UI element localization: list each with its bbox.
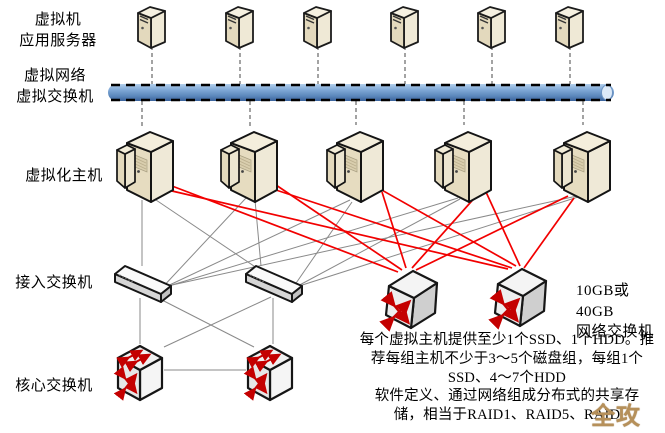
network-switch-icon: [495, 269, 546, 326]
app-server-icon: [555, 6, 584, 49]
label-virtualization-host: 虚拟化主机: [25, 168, 103, 184]
red-links: [171, 184, 575, 273]
label-network-switch: 10GB或40GB 网络交换机: [576, 283, 654, 341]
storage-note-line: 荐每组主机不少于3～5个磁盘组，每组1个: [370, 350, 644, 367]
app-server-row: [137, 6, 584, 49]
virtualization-host-icon: [220, 131, 278, 203]
label-vm-app-server: 虚拟机 应用服务器: [19, 12, 97, 49]
storage-note-line: SSD、4～7个HDD: [447, 369, 567, 386]
virtualization-host-icon: [553, 131, 611, 203]
core-switch-icon: [118, 346, 162, 400]
gray-links: [139, 195, 579, 371]
dashed-links-bus-to-hosts: [141, 101, 584, 127]
network-switch-icon: [386, 271, 437, 328]
virtualization-host-icon: [326, 131, 384, 203]
dashed-links-servers-to-bus: [151, 46, 571, 84]
app-server-icon: [390, 6, 419, 49]
label-access-switch: 接入交换机: [15, 275, 93, 291]
virtual-switch-pipe: [108, 83, 614, 102]
app-server-icon: [477, 6, 506, 49]
virtualization-host-row: [116, 131, 611, 203]
app-server-icon: [225, 6, 254, 49]
app-server-icon: [303, 6, 332, 49]
storage-note-line: 每个虚拟主机提供至少1个SSD、1个HDD。推: [359, 332, 655, 348]
label-virtual-network: 虚拟网络 虚拟交换机: [16, 68, 94, 105]
app-server-icon: [137, 6, 166, 49]
virtualization-host-icon: [434, 131, 492, 203]
storage-note-line: 储，相当于RAID1、RAID5、RAID: [393, 407, 621, 424]
storage-note-line: 软件定义、通过网络组成分布式的共享存: [374, 388, 640, 405]
core-switch-icon: [248, 346, 292, 400]
virtualization-host-icon: [116, 131, 174, 203]
storage-note: 每个虚拟主机提供至少1个SSD、1个HDD。推 荐每组主机不少于3～5个磁盘组，…: [349, 331, 665, 425]
label-core-switch: 核心交换机: [15, 378, 93, 394]
watermark: 全攻略: [591, 403, 641, 430]
access-switch-icon: [245, 265, 303, 303]
access-switch-icon: [114, 265, 172, 303]
